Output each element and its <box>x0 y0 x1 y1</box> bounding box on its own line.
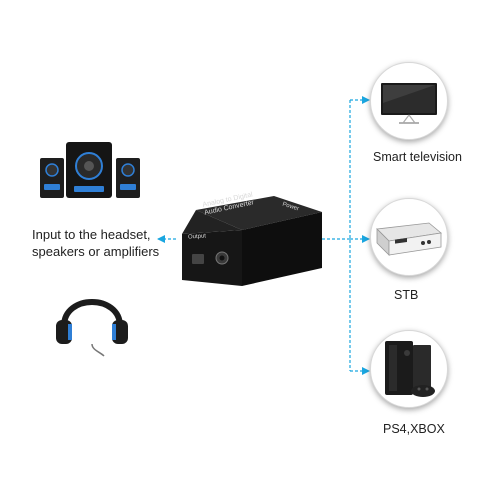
tv-icon <box>381 83 437 124</box>
output-label-console: PS4,XBOX <box>383 422 445 436</box>
arrow-stb-icon <box>362 235 370 243</box>
speaker-system <box>30 140 160 200</box>
console-circle <box>370 330 448 408</box>
headphones <box>52 278 132 358</box>
headphones-icon <box>56 299 128 357</box>
audio-converter: Analog to Digital Audio Converter Power … <box>178 190 328 290</box>
arrow-input-icon <box>157 235 165 243</box>
tv-circle <box>370 62 448 140</box>
input-label-line2: speakers or amplifiers <box>32 244 160 259</box>
speaker-system-icon <box>40 142 140 198</box>
game-console-icon <box>385 341 435 397</box>
set-top-box-icon <box>376 222 442 256</box>
output-label-stb: STB <box>394 288 419 302</box>
input-label-line1: Input to the headset, <box>32 227 151 242</box>
converter-output-tag: Output <box>187 233 207 241</box>
stb-circle <box>370 198 448 276</box>
arrow-console-icon <box>362 367 370 375</box>
output-label-tv: Smart television <box>373 150 462 164</box>
audio-converter-body <box>182 196 322 286</box>
input-label: Input to the headset, speakers or amplif… <box>32 226 159 260</box>
arrow-tv-icon <box>362 96 370 104</box>
